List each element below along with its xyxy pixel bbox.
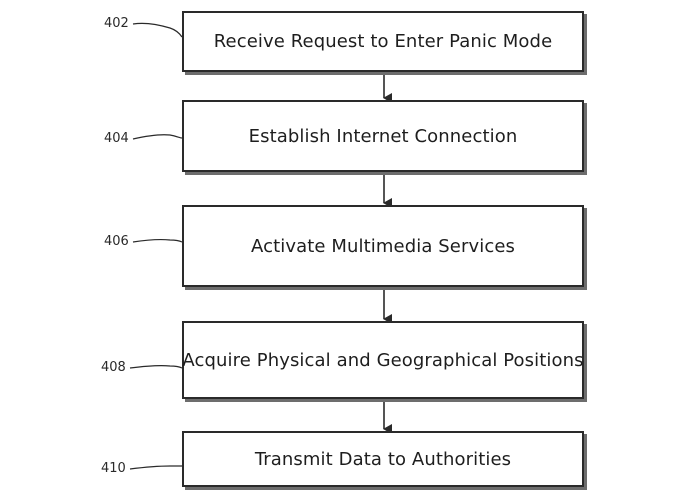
step-box-404: Establish Internet Connection	[182, 100, 584, 172]
ref-label-402: 402	[104, 16, 129, 31]
leader-line-410	[129, 465, 182, 470]
step-label-402: Receive Request to Enter Panic Mode	[213, 31, 553, 52]
step-box-402: Receive Request to Enter Panic Mode	[182, 11, 584, 72]
step-box-410: Transmit Data to Authorities	[182, 431, 584, 487]
step-label-406: Activate Multimedia Services	[251, 235, 515, 257]
ref-label-410: 410	[101, 461, 126, 476]
step-box-406: Activate Multimedia Services	[182, 205, 584, 287]
step-label-408: Acquire Physical and Geographical Positi…	[182, 349, 584, 371]
leader-line-402	[132, 22, 183, 38]
step-label-410: Transmit Data to Authorities	[254, 448, 512, 470]
leader-line-406	[132, 239, 183, 243]
ref-label-406: 406	[104, 234, 129, 249]
ref-label-408: 408	[101, 360, 126, 375]
leader-line-404	[132, 134, 183, 140]
ref-label-404: 404	[104, 131, 129, 146]
leader-line-408	[129, 365, 183, 369]
step-label-404: Establish Internet Connection	[248, 125, 518, 147]
step-box-408: Acquire Physical and Geographical Positi…	[182, 321, 584, 399]
